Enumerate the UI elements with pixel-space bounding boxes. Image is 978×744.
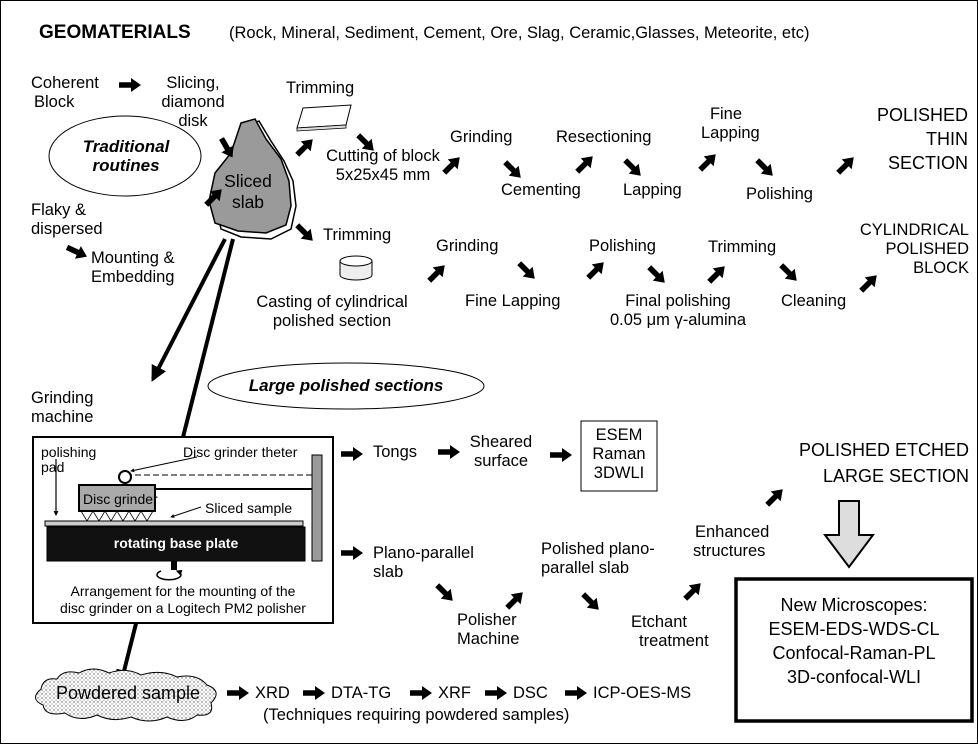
arrow-flaky [64, 241, 90, 263]
arrow-to-polishing-2 [583, 257, 609, 283]
arrow-to-esem [550, 448, 572, 462]
fine-lapping-label-2: Fine Lapping [465, 292, 561, 310]
powder-techniques-note: (Techniques requiring powdered samples) [263, 706, 570, 724]
arrow-to-grinding-2 [424, 260, 450, 286]
technique-xrd: XRD [255, 684, 290, 702]
arrow-to-dta [303, 686, 325, 700]
polishing-label: Polishing [746, 185, 813, 203]
arrow-to-polished-plano [502, 587, 528, 613]
tongs-label: Tongs [373, 443, 418, 461]
diagram-title: GEOMATERIALS [39, 22, 191, 43]
rotating-base-plate-label: rotating base plate [113, 535, 239, 551]
trimming-label-2: Trimming [708, 238, 777, 256]
tether-ring [118, 470, 132, 484]
slab-to-grinding-arrow [151, 238, 227, 382]
technique-xrf: XRF [438, 684, 471, 702]
polished-plano-parallel-label: Polished plano-parallel slab [541, 540, 655, 577]
arrow-to-lapping [620, 155, 646, 181]
traditional-routines-ellipse [48, 115, 202, 197]
hollow-down-arrow [823, 500, 875, 569]
arrow-to-xrf [410, 686, 432, 700]
trimming-label-bottom: Trimming [323, 226, 392, 244]
arrow-coherent [119, 78, 141, 92]
trimming-label-top: Trimming [286, 79, 355, 97]
disc-grinder-block [78, 484, 156, 512]
powdered-sample-label: Powdered sample [55, 683, 201, 703]
technique-dsc: DSC [513, 684, 548, 702]
resectioning-label: Resectioning [556, 128, 652, 146]
arrow-to-cleaning [776, 260, 802, 286]
arrow-to-plano [341, 546, 363, 560]
arrow-to-enhanced [680, 578, 706, 604]
arrow-to-sheared [438, 445, 460, 459]
esem-raman-box [580, 420, 658, 492]
polishing-label-2: Polishing [589, 237, 656, 255]
sliced-slab-shape [208, 118, 292, 234]
cylinder-icon [339, 255, 373, 281]
arrow-to-dsc [485, 686, 507, 700]
grinding-label-2: Grinding [436, 237, 499, 255]
rotating-base-plate [46, 526, 306, 562]
arrow-to-icp [565, 686, 587, 700]
arrow-to-resectioning [572, 151, 598, 177]
trimming-slab-icon [296, 104, 352, 132]
mounting-embedding-label: Mounting &Embedding [91, 249, 175, 286]
arrow-to-trimming-2 [704, 261, 730, 287]
diagram-subtitle: (Rock, Mineral, Sediment, Cement, Ore, S… [229, 24, 810, 42]
arrow-to-polishing-1 [752, 155, 778, 181]
arrow-to-cementing [500, 157, 526, 183]
technique-dta-tg: DTA-TG [331, 684, 392, 702]
large-polished-sections-label: Large polished sections [248, 376, 444, 395]
sliced-sample-label: Sliced sample [205, 500, 293, 516]
cleaning-label: Cleaning [781, 292, 847, 310]
new-microscopes-box [734, 577, 974, 723]
arrow-to-trimming-bottom [292, 220, 318, 246]
lapping-label: Lapping [623, 181, 682, 199]
arrow-to-fine-lapping [695, 149, 721, 175]
powdered-sample-cloud [35, 668, 217, 722]
disc-grinder-label: Disc grinder [83, 491, 158, 507]
arrow-to-tongs [341, 447, 363, 461]
large-polished-sections-ellipse [207, 362, 485, 410]
arrow-to-etchant [578, 589, 604, 615]
arrow-to-xrd [227, 686, 249, 700]
grinding-label: Grinding [450, 128, 513, 146]
arrow-to-final-polishing [644, 262, 670, 288]
technique-icp-oes-ms: ICP-OES-MS [593, 684, 692, 702]
arrow-to-polisher-machine [432, 580, 458, 606]
arrow-to-fine-lapping-2 [514, 258, 540, 284]
flaky-dispersed-label: Flaky &dispersed [31, 201, 103, 238]
cementing-label: Cementing [501, 181, 581, 199]
arrow-to-trimming-top [292, 134, 318, 160]
disc-grinder-tether-label: Disc grinder theter [183, 444, 298, 460]
grinder-post [311, 454, 323, 562]
